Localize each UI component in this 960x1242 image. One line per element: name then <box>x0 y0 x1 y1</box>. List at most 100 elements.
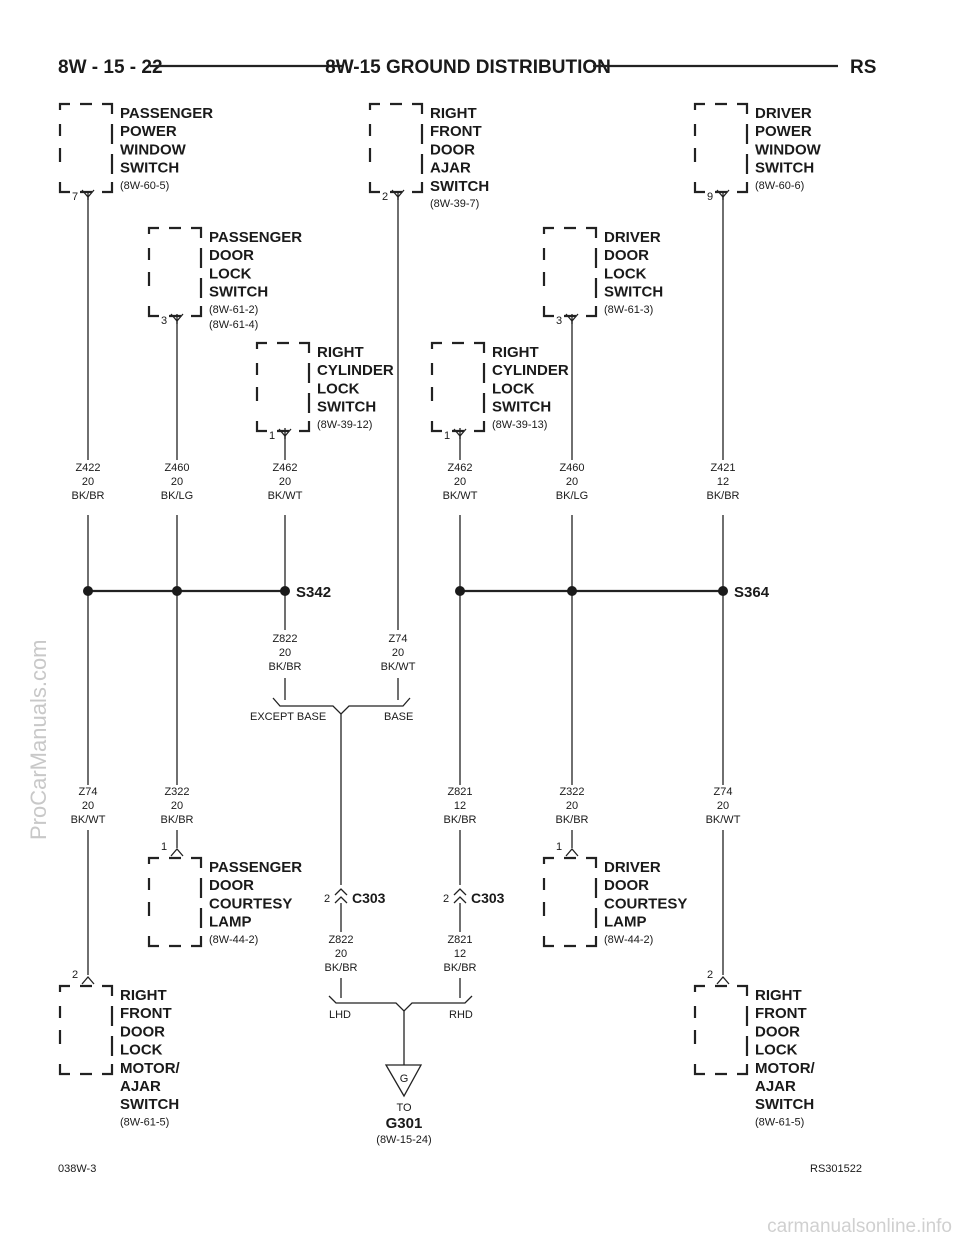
component-name-line: LOCK <box>120 1042 163 1059</box>
component-name-line: AJAR <box>120 1078 161 1095</box>
footer-figure-id: 038W-3 <box>58 1163 96 1175</box>
connector-pin: 2 <box>443 893 449 905</box>
wire-color: BK/BR <box>268 661 301 673</box>
component-name-line: LOCK <box>755 1042 798 1059</box>
component-name-line: AJAR <box>430 160 471 177</box>
component-name-line: SWITCH <box>492 399 551 416</box>
wire-color: BK/LG <box>161 490 193 502</box>
component-name-line: AJAR <box>755 1078 796 1095</box>
component-pin: 1 <box>556 841 562 853</box>
wire-gauge: 20 <box>171 800 183 812</box>
component-pin: 2 <box>382 191 388 203</box>
component-name-line: COURTESY <box>209 895 292 912</box>
component-name-line: LOCK <box>492 380 535 397</box>
ground-name: G301 <box>386 1115 423 1132</box>
wire-circuit: Z460 <box>164 462 189 474</box>
component-name-line: DRIVER <box>604 229 661 246</box>
component-reference: (8W-61-4) <box>209 319 258 331</box>
component-name-line: DRIVER <box>755 105 812 122</box>
wire-circuit: Z74 <box>79 786 98 798</box>
component-pin: 1 <box>161 841 167 853</box>
wire-circuit: Z821 <box>447 786 472 798</box>
splice-node <box>718 586 728 596</box>
wire-color: BK/WT <box>71 814 106 826</box>
component-name-line: LAMP <box>209 914 252 931</box>
wire-color: BK/BR <box>324 962 357 974</box>
component-name-line: RIGHT <box>120 987 167 1004</box>
component-name-line: DOOR <box>209 247 254 264</box>
wire-color: BK/BR <box>160 814 193 826</box>
component-outline <box>147 226 203 318</box>
ground-g301: G TO G301 (8W-15-24) <box>376 1064 432 1146</box>
splice-label-s342: S342 <box>296 584 331 601</box>
component-name-line: POWER <box>120 123 177 140</box>
component-name-line: COURTESY <box>604 895 687 912</box>
component-pin: 2 <box>72 969 78 981</box>
component-pin: 1 <box>269 430 275 442</box>
splice-node <box>83 586 93 596</box>
wire-color: BK/BR <box>71 490 104 502</box>
wire-color: BK/WT <box>268 490 303 502</box>
splice-node <box>172 586 182 596</box>
connector-cavity-icon <box>453 888 467 896</box>
component-reference: (8W-61-5) <box>120 1116 169 1128</box>
wire-circuit: Z462 <box>272 462 297 474</box>
terminal-icon <box>565 848 579 857</box>
connector-label: C303 <box>352 890 386 906</box>
wire-gauge: 20 <box>566 476 578 488</box>
wire-color: BK/BR <box>443 962 476 974</box>
component-outline <box>693 102 749 194</box>
splice-label-s364: S364 <box>734 584 770 601</box>
component-name-line: FRONT <box>120 1005 172 1022</box>
watermark-bottom: carmanualsonline.info <box>767 1216 952 1237</box>
component-name-line: CYLINDER <box>317 362 394 379</box>
component-pin: 9 <box>707 191 713 203</box>
component-name-line: DOOR <box>430 141 475 158</box>
wire-gauge: 20 <box>717 800 729 812</box>
component-name-line: RIGHT <box>430 105 477 122</box>
splice-buses: S342 S364 <box>83 584 770 601</box>
wire-color: BK/WT <box>381 661 416 673</box>
wire-circuit: Z421 <box>710 462 735 474</box>
component-rf-lock-motor-l: RIGHTFRONTDOORLOCKMOTOR/AJARSWITCH(8W-61… <box>58 969 181 1128</box>
component-name-line: RIGHT <box>755 987 802 1004</box>
splice-node <box>567 586 577 596</box>
ground-ref: (8W-15-24) <box>376 1134 431 1146</box>
wire-gauge: 20 <box>454 476 466 488</box>
component-pass-lock-sw: PASSENGERDOORLOCKSWITCH(8W-61-2)(8W-61-4… <box>147 226 302 331</box>
component-pin: 1 <box>444 430 450 442</box>
wire-gauge: 20 <box>566 800 578 812</box>
component-name-line: FRONT <box>755 1005 807 1022</box>
wire-color: BK/BR <box>443 814 476 826</box>
component-reference: (8W-39-12) <box>317 419 372 431</box>
component-name-line: DOOR <box>755 1023 800 1040</box>
component-outline <box>58 984 114 1076</box>
wire-color: BK/BR <box>555 814 588 826</box>
component-pin: 3 <box>556 315 562 327</box>
component-reference: (8W-39-13) <box>492 419 547 431</box>
component-reference: (8W-61-2) <box>209 304 258 316</box>
connector-cavity-icon <box>334 896 348 904</box>
terminal-icon <box>170 848 184 857</box>
header-code: RS <box>850 57 876 78</box>
page-title: 8W-15 GROUND DISTRIBUTION <box>325 57 611 78</box>
component-name-line: FRONT <box>430 123 482 140</box>
wire-color: BK/BR <box>706 490 739 502</box>
wire-circuit: Z821 <box>447 934 472 946</box>
wire-gauge: 20 <box>279 647 291 659</box>
component-outline <box>693 984 749 1076</box>
component-name-line: LOCK <box>604 265 647 282</box>
ground-icon <box>384 1064 423 1098</box>
